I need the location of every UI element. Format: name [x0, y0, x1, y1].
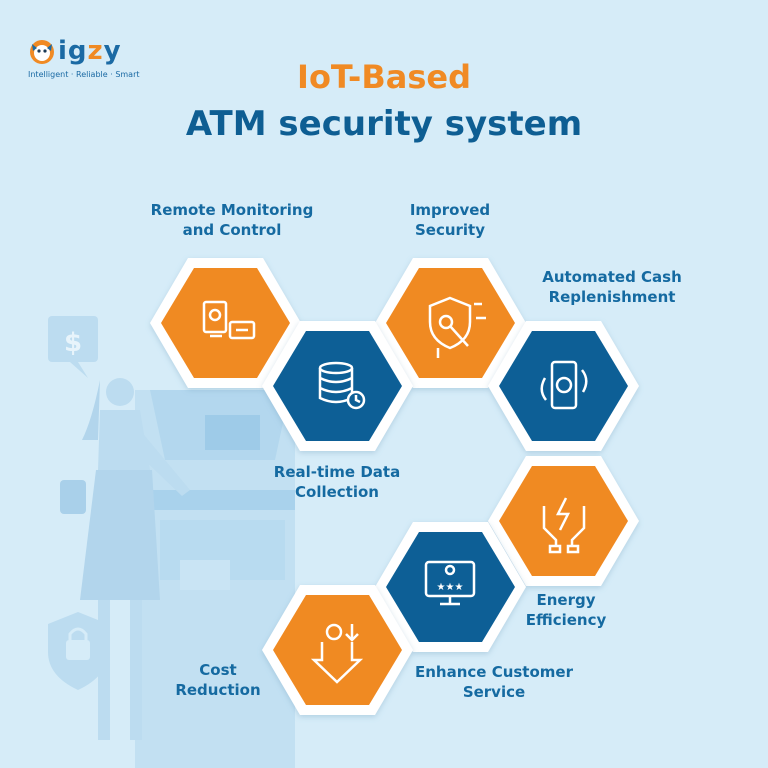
label-security-line1: Improved: [409, 201, 491, 219]
database-clock-icon: [318, 361, 366, 410]
label-customer-service: Enhance Customer Service: [408, 662, 580, 702]
person-illustration: [60, 378, 190, 740]
label-customer-line1: Enhance Customer: [415, 663, 573, 681]
atm-machine-illustration: [135, 390, 295, 768]
brand-tagline: Intelligent · Reliable · Smart: [28, 70, 140, 79]
hex-customer-service: [375, 522, 526, 652]
page-title-line1: IoT-Based: [297, 58, 471, 96]
label-customer-line2: Service: [462, 683, 526, 701]
label-energy-efficiency: Energy Efficiency: [516, 590, 616, 630]
label-data-line1: Real-time Data: [273, 463, 401, 481]
label-cash-line1: Automated Cash: [542, 268, 682, 286]
svg-text:$: $: [64, 328, 82, 358]
label-remote-monitoring: Remote Monitoring and Control: [150, 200, 314, 240]
label-energy-line2: Efficiency: [525, 611, 607, 629]
label-security-line2: Security: [414, 221, 486, 239]
dollar-bubble-icon: $: [48, 316, 98, 378]
page-title-line2: ATM security system: [185, 104, 583, 144]
shield-circuit-icon: [428, 296, 486, 358]
label-cost-line1: Cost: [199, 661, 237, 679]
cost-down-icon: [310, 623, 364, 684]
label-cash-replenishment: Automated Cash Replenishment: [530, 267, 694, 307]
brand-name: igzy: [58, 36, 122, 66]
hex-real-time-data: [262, 321, 413, 451]
label-cost-reduction: Cost Reduction: [168, 660, 268, 700]
label-remote-line1: Remote Monitoring: [150, 201, 314, 219]
hex-cash-replenishment: [488, 321, 639, 451]
label-cost-line2: Reduction: [175, 681, 261, 699]
label-data-line2: Collection: [295, 483, 379, 501]
label-real-time-data: Real-time Data Collection: [262, 462, 412, 502]
cash-cycle-icon: [540, 360, 588, 410]
hex-cost-reduction: [262, 585, 413, 715]
padlock-shield-icon: [48, 612, 108, 690]
hands-energy-icon: [542, 497, 586, 554]
label-improved-security: Improved Security: [390, 200, 510, 240]
svg-text:★★★: ★★★: [437, 582, 464, 593]
label-remote-line2: and Control: [182, 221, 282, 239]
camera-monitor-icon: [202, 300, 256, 340]
hex-improved-security: [375, 258, 526, 388]
label-energy-line1: Energy: [536, 591, 596, 609]
customer-rating-icon: ★★★: [424, 560, 476, 606]
label-cash-line2: Replenishment: [548, 288, 676, 306]
dog-mascot-icon: [30, 40, 54, 64]
